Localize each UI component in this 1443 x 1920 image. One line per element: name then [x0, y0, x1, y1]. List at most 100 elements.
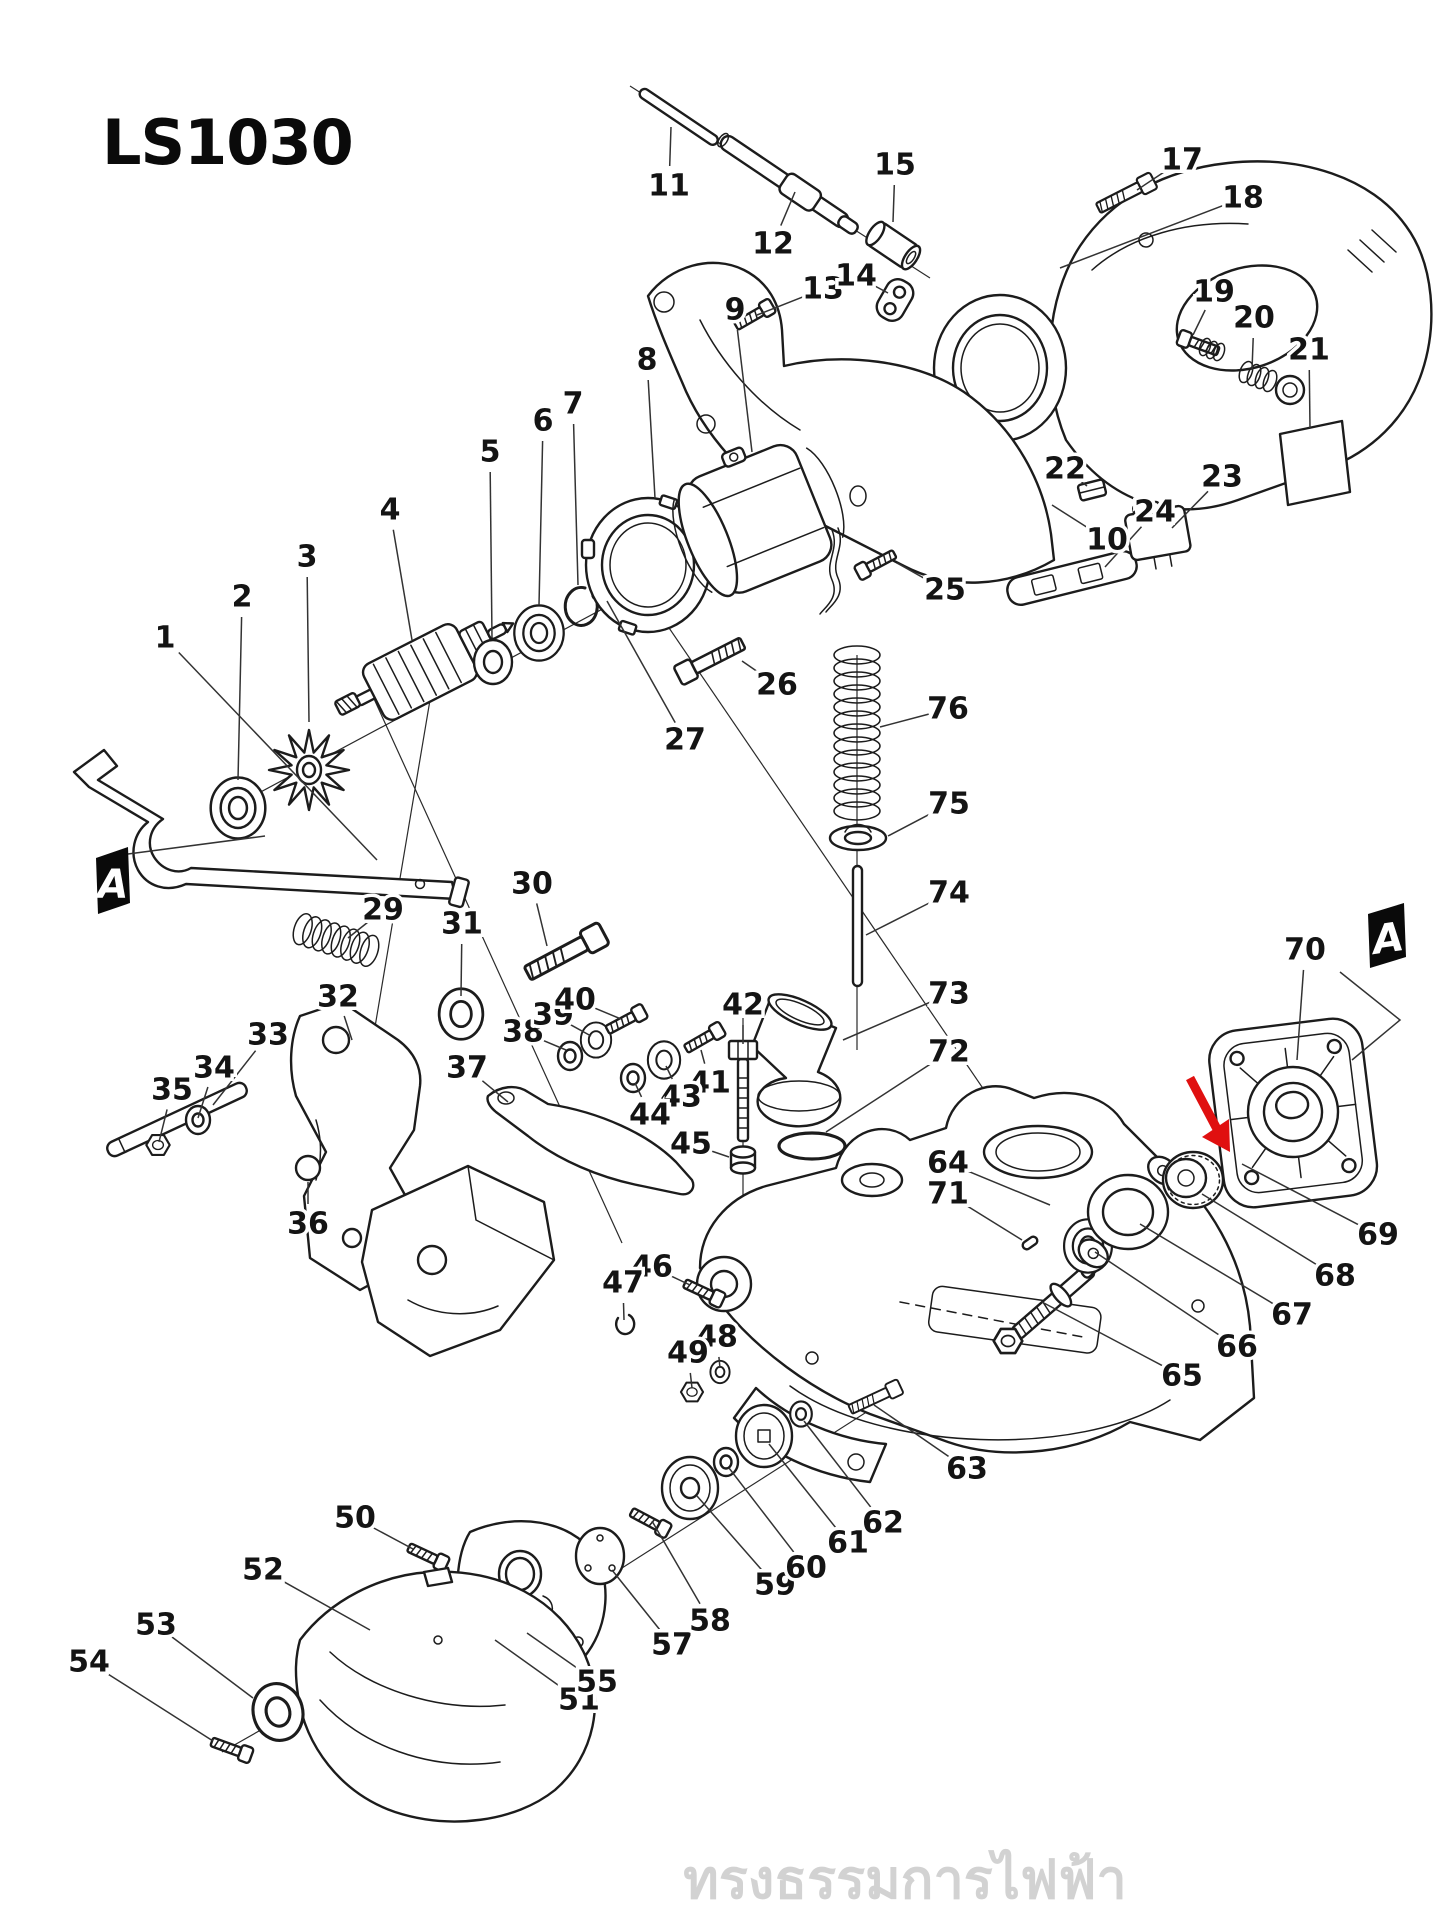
- part-label-45: 45: [670, 1127, 712, 1162]
- leader-line-32: [343, 1015, 353, 1041]
- leader-line-50: [372, 1526, 414, 1550]
- part-drawing-71-pin: [1021, 1235, 1039, 1251]
- leader-line-44: [634, 1082, 643, 1098]
- part-label-22: 22: [1044, 452, 1086, 487]
- part-drawing-73-dust-nozzle: [750, 993, 842, 1128]
- part-drawing-36-ball: [294, 1154, 322, 1182]
- part-drawing-37-lever: [486, 1085, 695, 1196]
- leader-line-7: [572, 423, 579, 586]
- leader-line-10: [1051, 504, 1091, 530]
- part-drawing-31-washer: [437, 987, 485, 1041]
- part-label-57: 57: [651, 1628, 693, 1663]
- part-label-3: 3: [297, 540, 318, 575]
- leader-line-37: [481, 1080, 509, 1103]
- highlight-arrow: [1186, 1075, 1230, 1152]
- part-label-65: 65: [1161, 1359, 1203, 1394]
- part-label-38: 38: [502, 1015, 544, 1050]
- part-label-52: 52: [242, 1553, 284, 1588]
- leader-line-46: [669, 1274, 691, 1286]
- part-drawing-38-washer: [556, 1040, 584, 1072]
- part-drawing-29-spring: [292, 912, 380, 968]
- leader-line-21: [1308, 369, 1311, 429]
- part-drawing-6-bearing: [513, 604, 565, 662]
- part-label-66: 66: [1216, 1330, 1258, 1365]
- leader-line-33: [212, 1050, 257, 1106]
- part-drawing-47-ring: [615, 1313, 636, 1336]
- leader-line-60: [728, 1467, 795, 1553]
- part-label-64: 64: [927, 1146, 969, 1181]
- part-drawing-5-washer: [472, 638, 514, 686]
- part-drawing-base-block: [360, 1164, 556, 1358]
- part-label-14: 14: [835, 259, 877, 294]
- part-label-21: 21: [1288, 333, 1330, 368]
- part-label-68: 68: [1314, 1259, 1356, 1294]
- leader-line-67: [1139, 1223, 1276, 1306]
- view-marker-a-right: A: [1339, 903, 1407, 1061]
- leader-line-71: [964, 1203, 1023, 1241]
- part-label-25: 25: [924, 573, 966, 608]
- part-label-35: 35: [151, 1073, 193, 1108]
- leader-line-34: [197, 1086, 209, 1119]
- part-label-39: 39: [532, 998, 574, 1033]
- part-label-8: 8: [637, 343, 658, 378]
- part-label-67: 67: [1271, 1298, 1313, 1333]
- view-marker-a-left: A: [95, 835, 266, 914]
- leader-line-19: [1192, 309, 1206, 336]
- part-label-11: 11: [648, 169, 690, 204]
- part-drawing-15-bushing: [865, 220, 922, 271]
- leader-line-4: [392, 529, 413, 641]
- part-label-70: 70: [1284, 933, 1326, 968]
- part-drawing-44-washer: [619, 1062, 647, 1094]
- part-label-62: 62: [862, 1506, 904, 1541]
- part-label-36: 36: [287, 1207, 329, 1242]
- part-drawing-21-name-plate: [1278, 419, 1352, 507]
- part-label-43: 43: [660, 1080, 702, 1115]
- leader-line-61: [768, 1443, 837, 1528]
- part-label-54: 54: [68, 1645, 110, 1680]
- part-label-19: 19: [1193, 275, 1235, 310]
- leader-line-25: [896, 562, 928, 581]
- part-label-55: 55: [576, 1665, 618, 1700]
- part-drawing-58-screw: [626, 1503, 674, 1540]
- part-label-50: 50: [334, 1501, 376, 1536]
- part-drawing-50-screw: [404, 1538, 452, 1574]
- part-drawing-10-housing-half: [646, 261, 1056, 584]
- watermark: ทรงธรรมการไฟฟ้า: [683, 1848, 1127, 1911]
- part-label-49: 49: [667, 1336, 709, 1371]
- leader-line-40: [593, 1006, 622, 1020]
- leader-line-30: [535, 903, 548, 947]
- leader-line-48: [718, 1356, 721, 1369]
- part-label-23: 23: [1201, 460, 1243, 495]
- part-drawing-7-ring: [563, 585, 599, 627]
- leader-line-58: [651, 1520, 701, 1605]
- part-drawing-52-blade-guard: [294, 1566, 597, 1823]
- part-label-59: 59: [754, 1568, 796, 1603]
- part-label-5: 5: [480, 435, 501, 470]
- leader-line-8: [647, 379, 656, 499]
- part-label-33: 33: [247, 1018, 289, 1053]
- part-label-18: 18: [1222, 181, 1264, 216]
- leader-line-5: [489, 471, 493, 639]
- leader-line-38: [541, 1039, 567, 1051]
- part-label-47: 47: [602, 1266, 644, 1301]
- part-label-10: 10: [1086, 523, 1128, 558]
- part-drawing-75-spring-seat: [828, 823, 888, 852]
- part-drawing-14-plate: [875, 278, 915, 322]
- part-label-46: 46: [631, 1250, 673, 1285]
- part-label-12: 12: [752, 227, 794, 262]
- leader-line-57: [611, 1569, 661, 1630]
- leader-line-17: [1136, 170, 1166, 191]
- leader-line-70: [1296, 969, 1305, 1061]
- model-title: LS1030: [102, 106, 353, 179]
- leader-line-51: [494, 1639, 564, 1690]
- leader-line-73: [842, 1001, 931, 1041]
- part-drawing-30-bolt: [520, 920, 612, 987]
- leader-line-69: [1241, 1163, 1361, 1227]
- leader-lines: [105, 126, 1361, 1742]
- part-drawing-34-washer: [184, 1104, 212, 1136]
- part-label-63: 63: [946, 1452, 988, 1487]
- part-label-61: 61: [827, 1526, 869, 1561]
- part-drawing-72-o-ring: [777, 1131, 847, 1161]
- part-label-1: 1: [155, 621, 176, 656]
